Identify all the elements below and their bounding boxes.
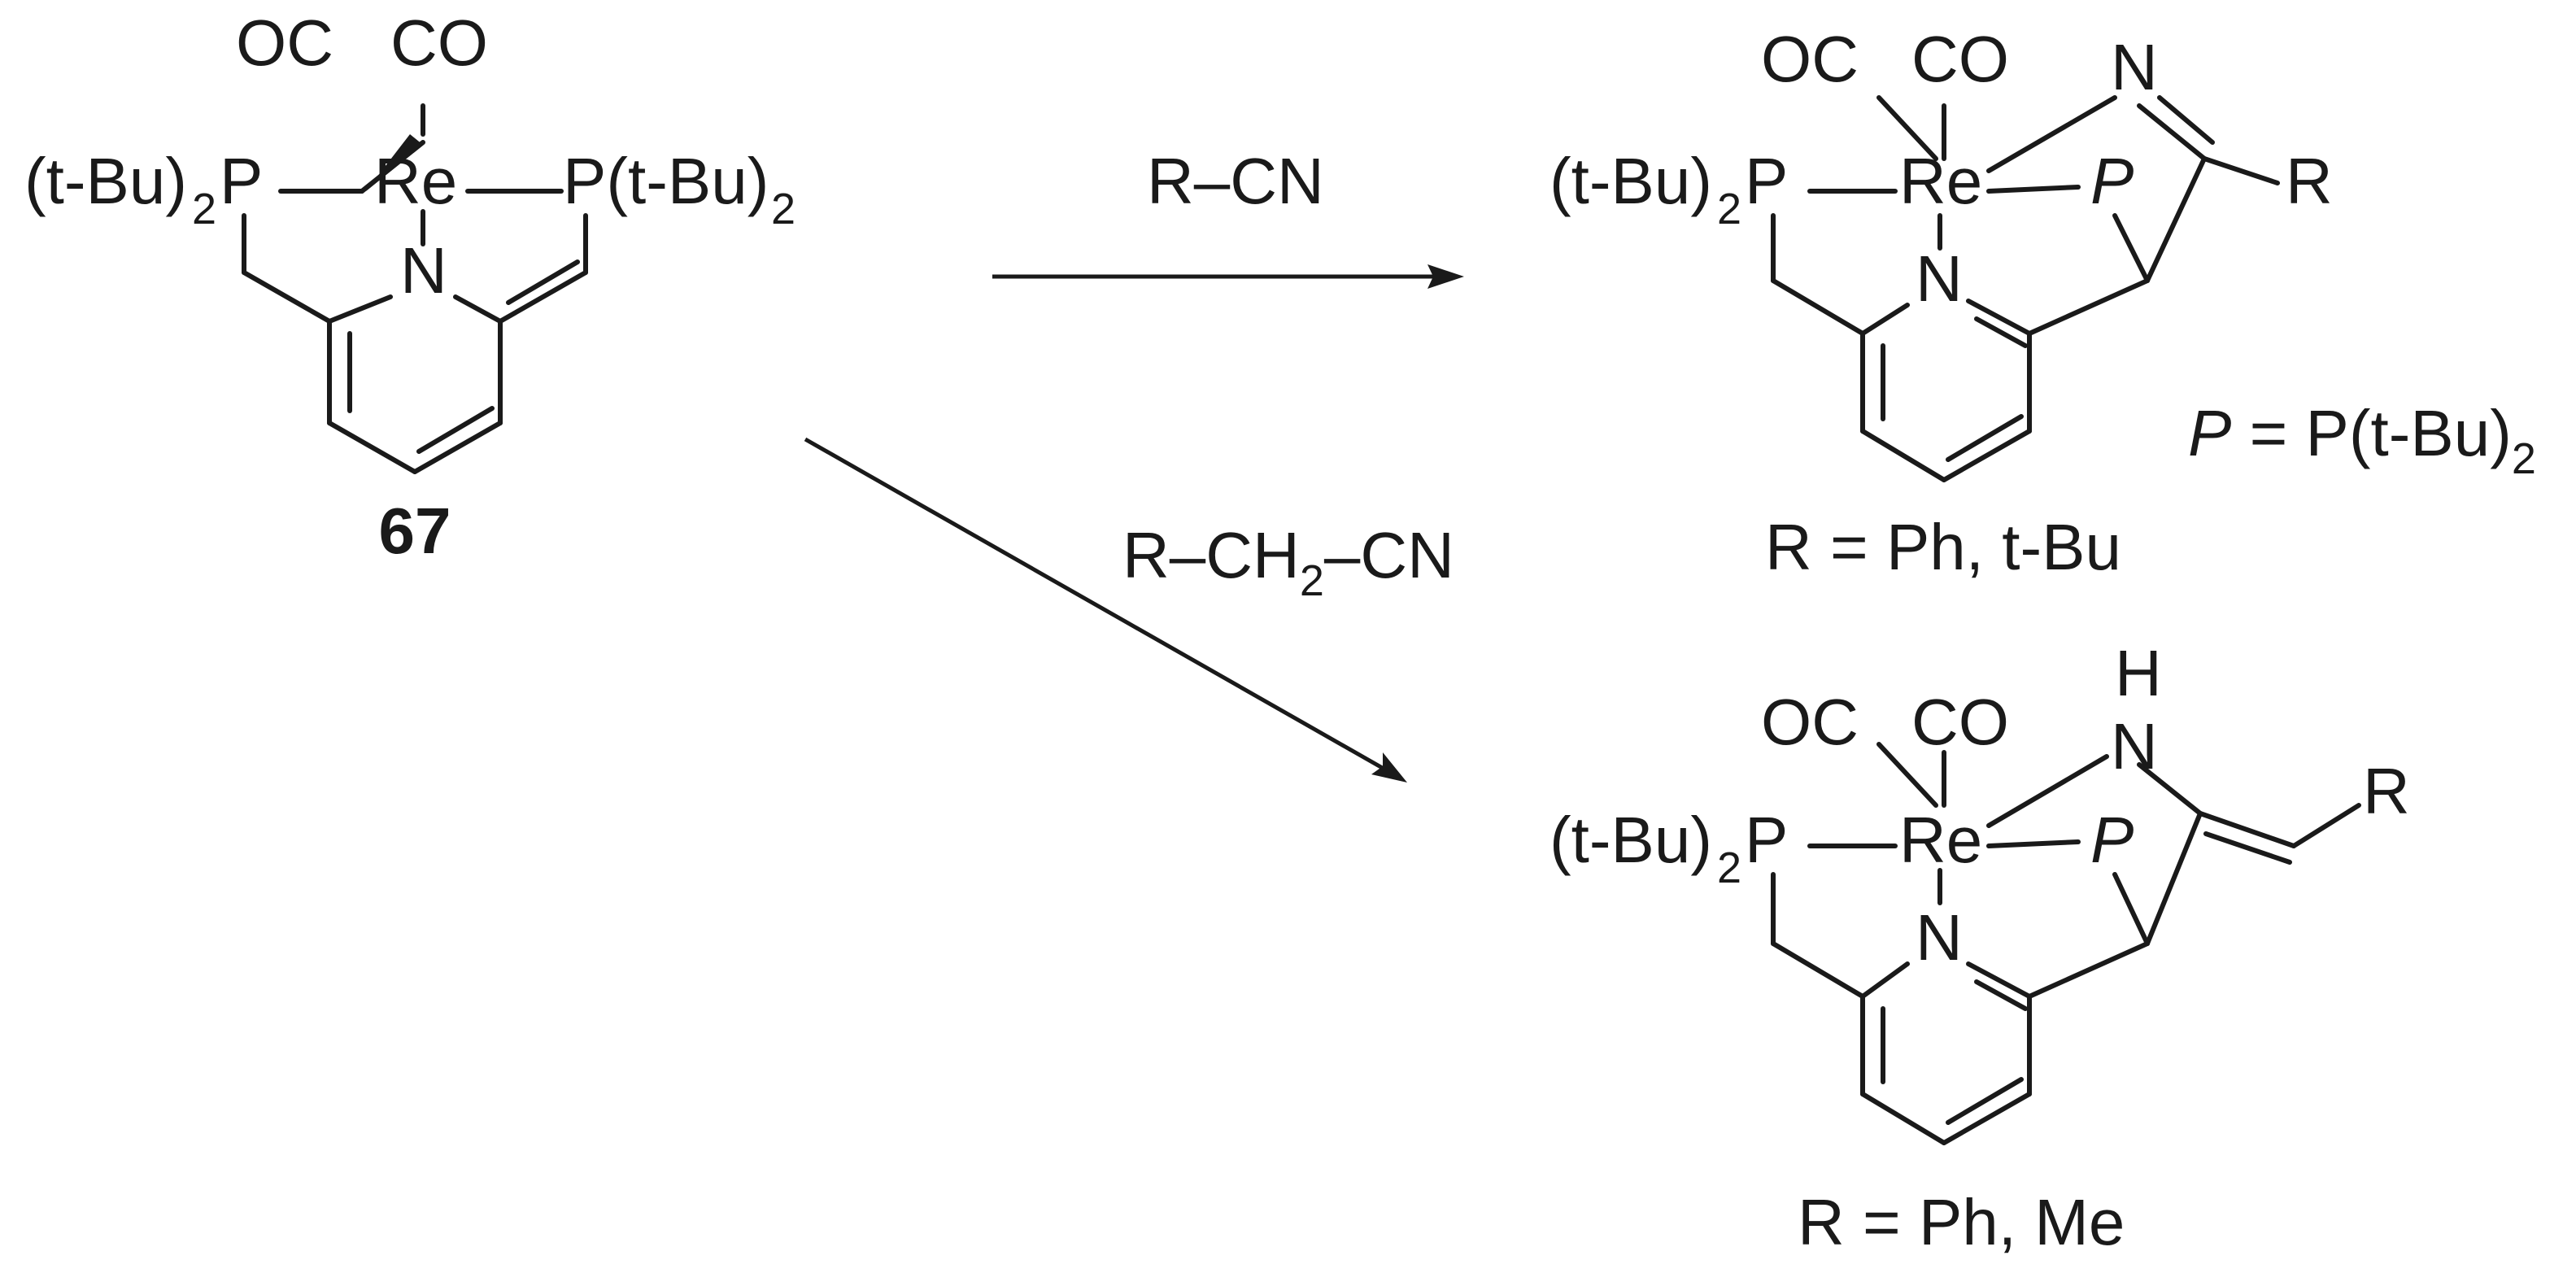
rhenium-label: Re — [1899, 145, 1982, 217]
left-phosphorus-label: P — [1745, 145, 1788, 217]
co-ligand-label: CO — [390, 7, 488, 79]
reagent-nitrile: R–CN — [1147, 145, 1324, 217]
arrow-bottom-head — [1371, 752, 1407, 783]
amine-nitrogen-label: N — [2111, 710, 2158, 783]
co-ligand-label: CO — [1911, 686, 2009, 758]
right-phosphine-label: P(t-Bu) — [563, 145, 769, 217]
r-group-definition-bottom: R = Ph, Me — [1798, 1186, 2125, 1258]
oc-ligand-label: OC — [236, 7, 333, 79]
pyridine-nitrogen-label: N — [1916, 901, 1963, 974]
left-tbu-group: (t-Bu) — [24, 145, 187, 217]
reagent-alkyl-nitrile: R–CH2–CN — [1122, 519, 1454, 605]
product-top: OC CO Re N N P R (t-Bu) 2 P P = P(t-Bu)2… — [1550, 23, 2536, 583]
left-tbu-subscript: 2 — [1717, 844, 1741, 892]
pyridine-nitrogen-label: N — [400, 234, 447, 307]
pyridine-nitrogen-label: N — [1916, 242, 1963, 315]
compound-number-67: 67 — [379, 495, 451, 567]
rhenium-label: Re — [374, 145, 457, 217]
r-group-definition-top: R = Ph, t-Bu — [1765, 511, 2121, 583]
left-phosphorus-label: P — [220, 145, 263, 217]
arrow-top-head — [1427, 264, 1464, 289]
left-phosphorus-label: P — [1745, 804, 1788, 876]
r-substituent-label: R — [2363, 755, 2410, 827]
p-definition: P = P(t-Bu)2 — [2188, 397, 2536, 483]
complex-67: OC CO Re N (t-Bu) 2 P P(t-Bu) 2 67 — [24, 7, 795, 567]
left-tbu-group: (t-Bu) — [1550, 804, 1712, 876]
co-ligand-label: CO — [1911, 23, 2009, 95]
phosphorus-p-label: P — [2090, 145, 2134, 217]
r-substituent-label: R — [2286, 145, 2333, 217]
phosphorus-p-label: P — [2090, 804, 2134, 876]
product-bottom: OC CO Re N H N P R (t-Bu) 2 P R = Ph, Me — [1550, 637, 2410, 1258]
reaction-arrows: R–CN R–CH2–CN — [804, 145, 1464, 783]
right-phosphine-subscript: 2 — [771, 185, 795, 233]
amine-hydrogen-label: H — [2115, 637, 2162, 709]
left-tbu-group: (t-Bu) — [1550, 145, 1712, 217]
rhenium-label: Re — [1899, 804, 1982, 876]
oc-ligand-label: OC — [1761, 23, 1859, 95]
oc-ligand-label: OC — [1761, 686, 1859, 758]
left-tbu-subscript: 2 — [1717, 185, 1741, 233]
left-tbu-subscript: 2 — [192, 185, 216, 233]
arrow-bottom — [804, 437, 1393, 775]
imine-nitrogen-label: N — [2111, 31, 2158, 103]
